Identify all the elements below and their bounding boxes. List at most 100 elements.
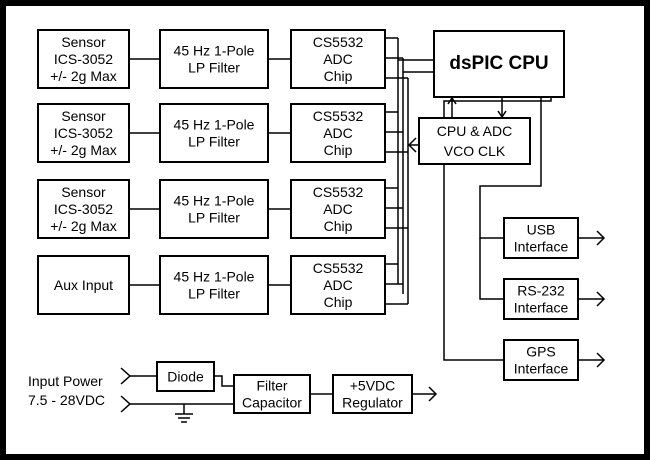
sensor-block-label: Aux Input	[54, 277, 113, 293]
interface-block-label: Interface	[514, 361, 569, 377]
lp-filter-block-frame	[159, 179, 269, 239]
sensor-block-label: +/- 2g Max	[50, 142, 117, 158]
adc-chip-block-label: CS5532	[313, 34, 364, 50]
sensor-block-label: +/- 2g Max	[50, 218, 117, 234]
diode-block-label: Diode	[167, 369, 204, 385]
sensor-block-label: ICS-3052	[54, 125, 113, 141]
diode-to-filter-wire	[214, 375, 234, 387]
interface-block-label: Interface	[514, 300, 569, 316]
adc-chip-block-label: Chip	[324, 294, 353, 310]
cpu-rs232-wire	[479, 238, 504, 300]
sensor-block-frame	[37, 29, 130, 89]
diode-block: Diode	[156, 361, 215, 392]
sensor-block-label: ICS-3052	[54, 201, 113, 217]
sensor-block-label: Sensor	[61, 108, 106, 124]
wiring	[385, 37, 606, 368]
cpu-block-frame	[433, 30, 565, 98]
sensor-block-label: Sensor	[61, 34, 106, 50]
sensor-block-frame	[37, 103, 130, 163]
adc-chip-block-frame	[290, 179, 386, 239]
lp-filter-block-label: LP Filter	[188, 134, 240, 150]
lp-filter-block-label: 45 Hz 1-Pole	[174, 193, 255, 209]
sensor-block-frame	[37, 255, 130, 315]
interface-block-label: RS-232	[517, 283, 565, 299]
sensor-block-label: ICS-3052	[54, 51, 113, 67]
adc-chip-block-frame	[290, 29, 386, 89]
interface-out-arrow	[596, 230, 606, 246]
cpu-usb-wire	[479, 97, 542, 239]
lp-filter-block-label: 45 Hz 1-Pole	[174, 117, 255, 133]
sensor-block: Aux Input	[37, 255, 130, 315]
lp-filter-block-frame	[159, 29, 269, 89]
adc-chip-block-frame	[290, 103, 386, 163]
sensor-block-frame	[37, 179, 130, 239]
adc-chip-block-label: Chip	[324, 68, 353, 84]
adc-chip-block-label: Chip	[324, 142, 353, 158]
cpu-gps-wire	[443, 97, 552, 361]
filter-capacitor-block-label: Filter	[256, 378, 287, 394]
adc-chip-block-frame	[290, 255, 386, 315]
sensor-block-label: Sensor	[61, 184, 106, 200]
adc-chip-block-label: ADC	[323, 125, 353, 141]
input-voltage-label: 7.5 - 28VDC	[28, 392, 105, 408]
lp-filter-block-frame	[159, 103, 269, 163]
cpu-block-label: dsPIC CPU	[449, 53, 548, 74]
cpu-block: dsPIC CPU	[433, 30, 565, 98]
input-power-label: Input Power	[28, 373, 103, 389]
vco-clk-block-label: VCO CLK	[444, 143, 506, 159]
lp-filter-block-label: LP Filter	[188, 60, 240, 76]
sensor-block-label: +/- 2g Max	[50, 68, 117, 84]
regulator-block-label: Regulator	[342, 395, 403, 411]
adc-chip-block-label: Chip	[324, 218, 353, 234]
interface-block-label: USB	[527, 222, 556, 238]
interface-block-label: GPS	[526, 344, 556, 360]
interface-out-arrow	[596, 291, 606, 307]
adc-chip-block-label: ADC	[323, 51, 353, 67]
adc-chip-block-label: ADC	[323, 201, 353, 217]
vco-clk-block-frame	[418, 117, 531, 165]
interface-block-frame	[503, 278, 579, 320]
regulator-block-label: +5VDC	[350, 378, 396, 394]
regulator-block-frame	[332, 374, 413, 414]
interface-out-arrow	[596, 352, 606, 368]
adc-chip-block-label: CS5532	[313, 108, 364, 124]
lp-filter-block-label: 45 Hz 1-Pole	[174, 43, 255, 59]
adc-chip-block-label: ADC	[323, 277, 353, 293]
filter-capacitor-block-label: Capacitor	[242, 395, 302, 411]
adc-chip-block-label: CS5532	[313, 260, 364, 276]
lp-filter-block-label: 45 Hz 1-Pole	[174, 269, 255, 285]
vco-clk-block-label: CPU & ADC	[437, 123, 512, 139]
lp-filter-block-frame	[159, 255, 269, 315]
adc-chip-block-label: CS5532	[313, 184, 364, 200]
vco-clk-block: CPU & ADC VCO CLK	[418, 117, 531, 165]
lp-filter-block-label: LP Filter	[188, 210, 240, 226]
regulator-out-arrow	[428, 386, 438, 402]
lp-filter-block-label: LP Filter	[188, 286, 240, 302]
interface-block-frame	[503, 217, 579, 259]
interface-block-label: Interface	[514, 239, 569, 255]
interface-block-frame	[503, 339, 579, 381]
